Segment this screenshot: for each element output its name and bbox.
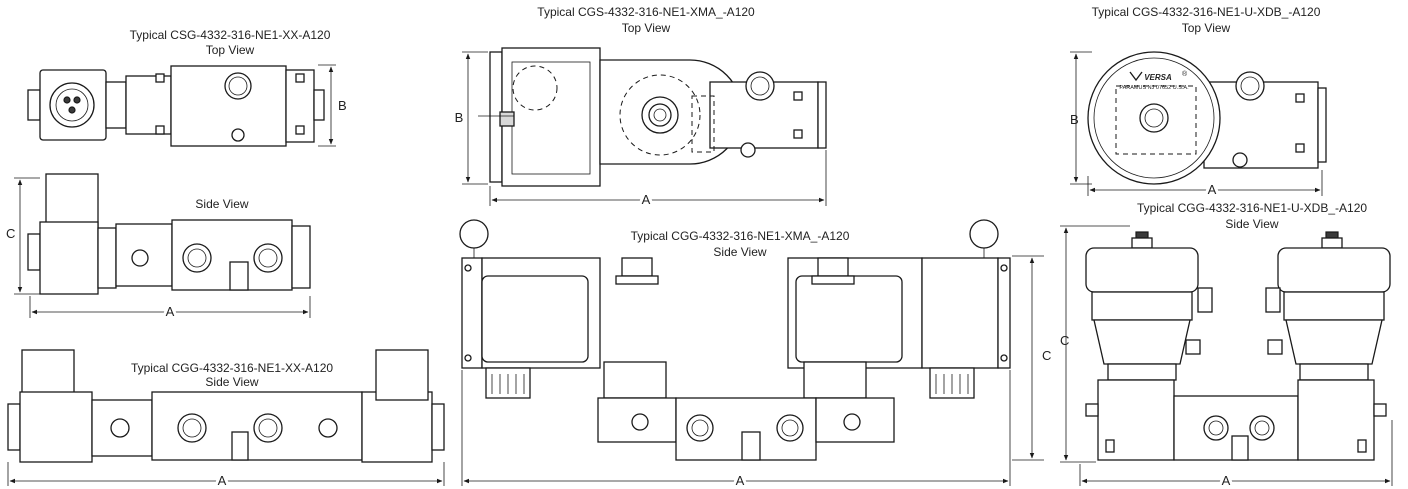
cgs-xdb-top-dim-a: A: [1208, 182, 1217, 197]
cgs-xdb-top-view: Typical CGS-4332-316-NE1-U-XDB_-A120 Top…: [1070, 5, 1327, 200]
cgg-xdb-side-view: Typical CGG-4332-316-NE1-U-XDB_-A120 Sid…: [1060, 201, 1393, 489]
csg-side-view-title: Side View: [195, 197, 248, 211]
cgs-xdb-top-view-title: Typical CGS-4332-316-NE1-U-XDB_-A120: [1092, 5, 1321, 19]
csg-top-view: Typical CSG-4332-316-NE1-XX-A120 Top Vie…: [27, 28, 347, 147]
csg-side-dim-c: C: [6, 226, 15, 241]
csg-top-view-title: Typical CSG-4332-316-NE1-XX-A120: [130, 28, 331, 42]
cgg-xdb-side-view-title: Typical CGG-4332-316-NE1-U-XDB_-A120: [1137, 201, 1367, 215]
cgs-xma-top-view-subtitle: Top View: [622, 21, 671, 35]
cgg-xx-side-view-subtitle: Side View: [205, 375, 258, 389]
versa-registered-mark: ®: [1182, 70, 1188, 78]
cgs-xma-top-view-title: Typical CGS-4332-316-NE1-XMA_-A120: [537, 5, 755, 19]
versa-brand-text: VERSA: [1144, 73, 1172, 82]
cgg-xma-side-view-subtitle: Side View: [713, 245, 766, 259]
cgg-xdb-dim-c: C: [1060, 333, 1069, 348]
cgg-xdb-dim-a: A: [1222, 473, 1231, 488]
versa-location-text: PARAMUS NJ 07652 U.S.A.: [1119, 85, 1189, 91]
cgg-xma-dim-c: C: [1042, 348, 1051, 363]
cgs-xma-top-view: Typical CGS-4332-316-NE1-XMA_-A120 Top V…: [455, 5, 827, 210]
cgg-xma-side-view: Typical CGG-4332-316-NE1-XMA_-A120 Side …: [459, 219, 1051, 489]
csg-side-view: Side View C A: [6, 173, 311, 322]
cgs-xma-top-dim-b: B: [455, 110, 464, 125]
cgg-xma-dim-a: A: [736, 473, 745, 488]
cgs-xdb-top-view-subtitle: Top View: [1182, 21, 1231, 35]
cgg-xx-side-view: Typical CGG-4332-316-NE1-XX-A120 Side Vi…: [7, 349, 445, 489]
cgg-xma-side-view-title: Typical CGG-4332-316-NE1-XMA_-A120: [631, 229, 850, 243]
csg-side-dim-a: A: [166, 304, 175, 319]
cgg-xdb-side-view-subtitle: Side View: [1225, 217, 1278, 231]
cgs-xdb-top-dim-b: B: [1070, 112, 1079, 127]
csg-top-view-subtitle: Top View: [206, 43, 255, 57]
cgs-xma-top-dim-a: A: [642, 192, 651, 207]
cgg-xx-dim-a: A: [218, 473, 227, 488]
versa-v-logo: [1129, 71, 1143, 82]
cgg-xx-side-view-title: Typical CGG-4332-316-NE1-XX-A120: [131, 361, 333, 375]
csg-top-dim-b: B: [338, 98, 347, 113]
